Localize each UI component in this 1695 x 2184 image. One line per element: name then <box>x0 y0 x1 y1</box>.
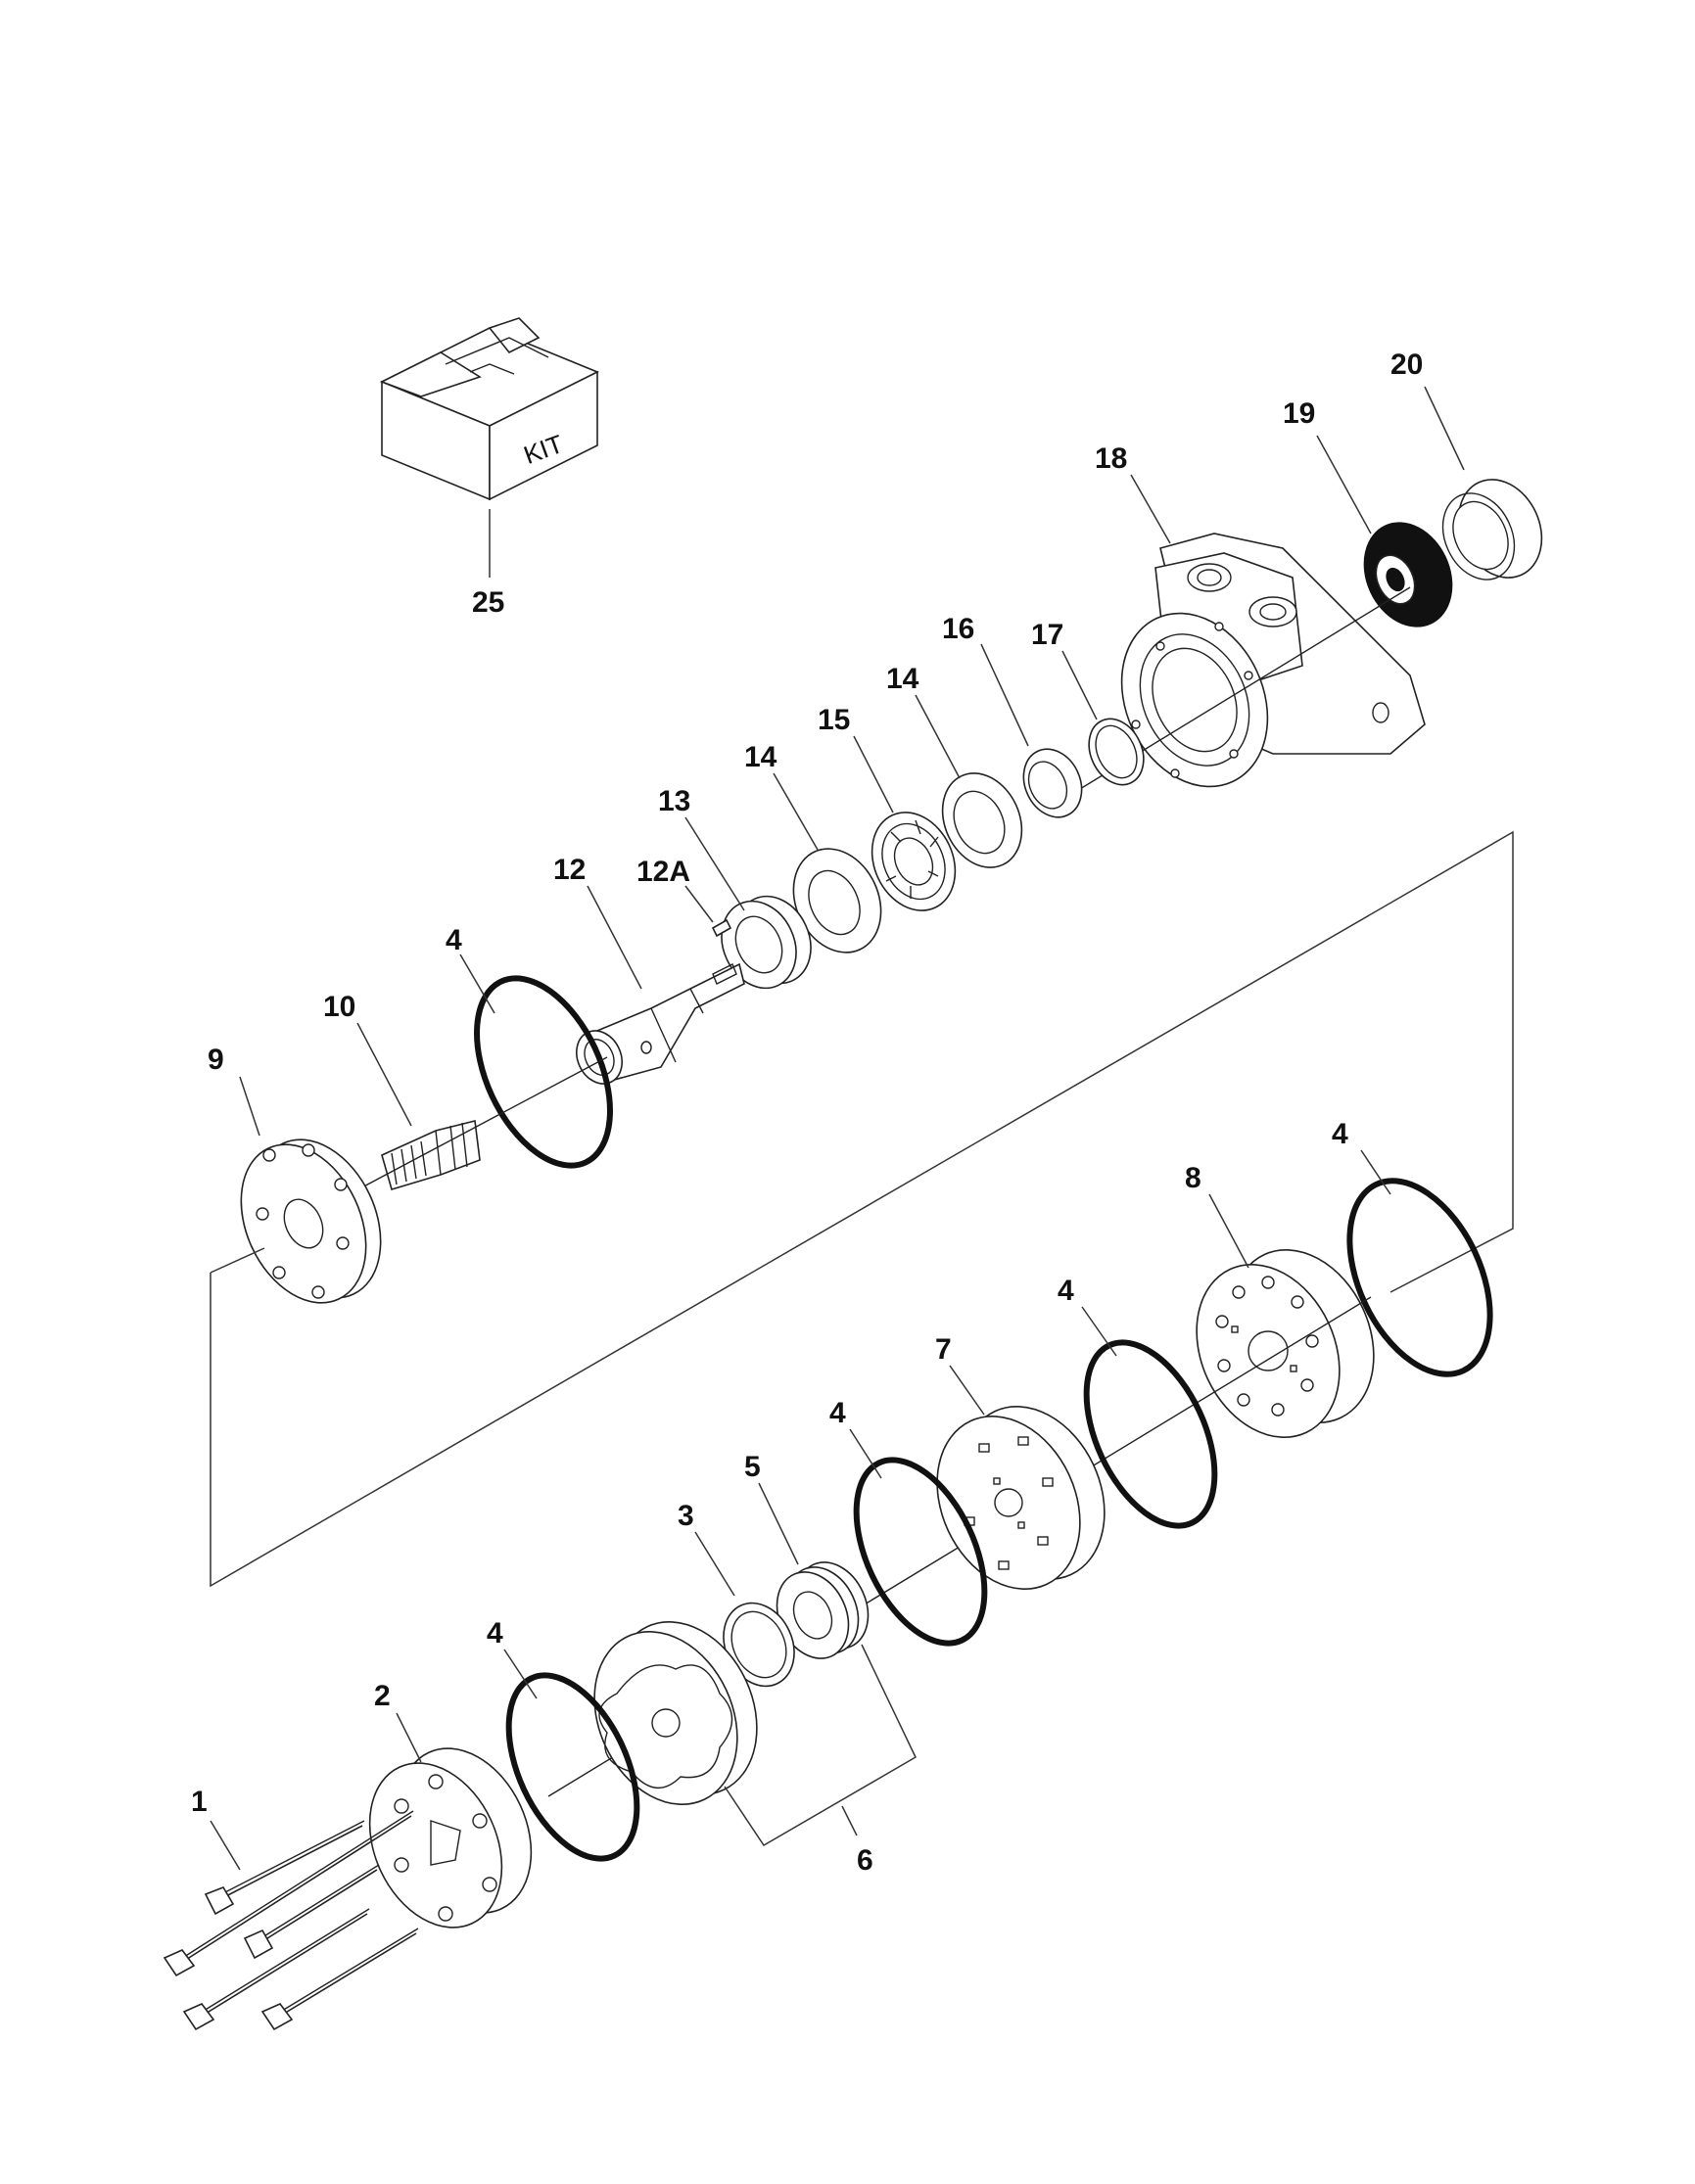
seal-19 <box>1363 522 1453 627</box>
manifold-8 <box>1196 1249 1375 1438</box>
key-12a <box>711 918 732 938</box>
o-ring-4-center <box>853 1457 988 1647</box>
housing <box>1120 533 1426 788</box>
callout-2: 2 <box>374 1680 391 1712</box>
callout-4a: 4 <box>446 924 462 956</box>
callout-4d: 4 <box>1058 1275 1074 1307</box>
kit-box: KIT <box>380 317 599 501</box>
washer-14-upper <box>941 772 1023 868</box>
plate-9 <box>240 1138 382 1304</box>
callout-7: 7 <box>935 1333 952 1366</box>
callout-4c: 4 <box>829 1397 846 1429</box>
callout-3: 3 <box>678 1500 694 1532</box>
bolt <box>243 1864 380 1960</box>
washer-14-lower <box>792 848 882 953</box>
callout-25: 25 <box>472 586 504 619</box>
thrust-bearing-15 <box>871 812 957 911</box>
ring-3 <box>723 1602 795 1688</box>
callout-4e: 4 <box>1332 1118 1348 1150</box>
coupling-shaft-10 <box>381 1120 481 1190</box>
callout-10: 10 <box>323 991 355 1023</box>
callout-12: 12 <box>553 854 586 886</box>
bolts-1 <box>163 1810 419 2031</box>
callout-5: 5 <box>744 1451 761 1483</box>
o-ring-4-upper <box>474 975 613 1169</box>
callout-12a: 12A <box>636 856 690 888</box>
bolt <box>260 1928 419 2031</box>
ring-20 <box>1441 479 1543 581</box>
bolt <box>204 1820 365 1916</box>
callout-9: 9 <box>208 1044 224 1076</box>
callout-14b: 14 <box>886 663 919 695</box>
callout-17: 17 <box>1031 619 1063 651</box>
callout-4b: 4 <box>487 1617 503 1650</box>
callout-6: 6 <box>857 1844 873 1877</box>
callout-19: 19 <box>1283 397 1315 430</box>
callout-16: 16 <box>942 613 974 645</box>
ring-17 <box>1088 718 1145 786</box>
callout-18: 18 <box>1095 442 1127 475</box>
callout-20: 20 <box>1390 349 1423 381</box>
bearing-5 <box>776 1561 870 1659</box>
o-ring-4-lower <box>505 1672 640 1862</box>
callout-1: 1 <box>191 1786 208 1818</box>
shaft-12 <box>576 962 745 1085</box>
callout-8: 8 <box>1185 1162 1201 1194</box>
commutator-7 <box>936 1406 1106 1590</box>
o-ring-4-right <box>1346 1178 1493 1377</box>
bushing-16 <box>1022 748 1083 818</box>
callout-14a: 14 <box>744 741 777 773</box>
end-cap-2 <box>368 1747 533 1928</box>
callout-15: 15 <box>818 704 850 736</box>
bearing-13 <box>721 895 812 990</box>
bolt <box>163 1810 414 1977</box>
callout-13: 13 <box>658 785 690 817</box>
bolt <box>182 1908 370 2031</box>
